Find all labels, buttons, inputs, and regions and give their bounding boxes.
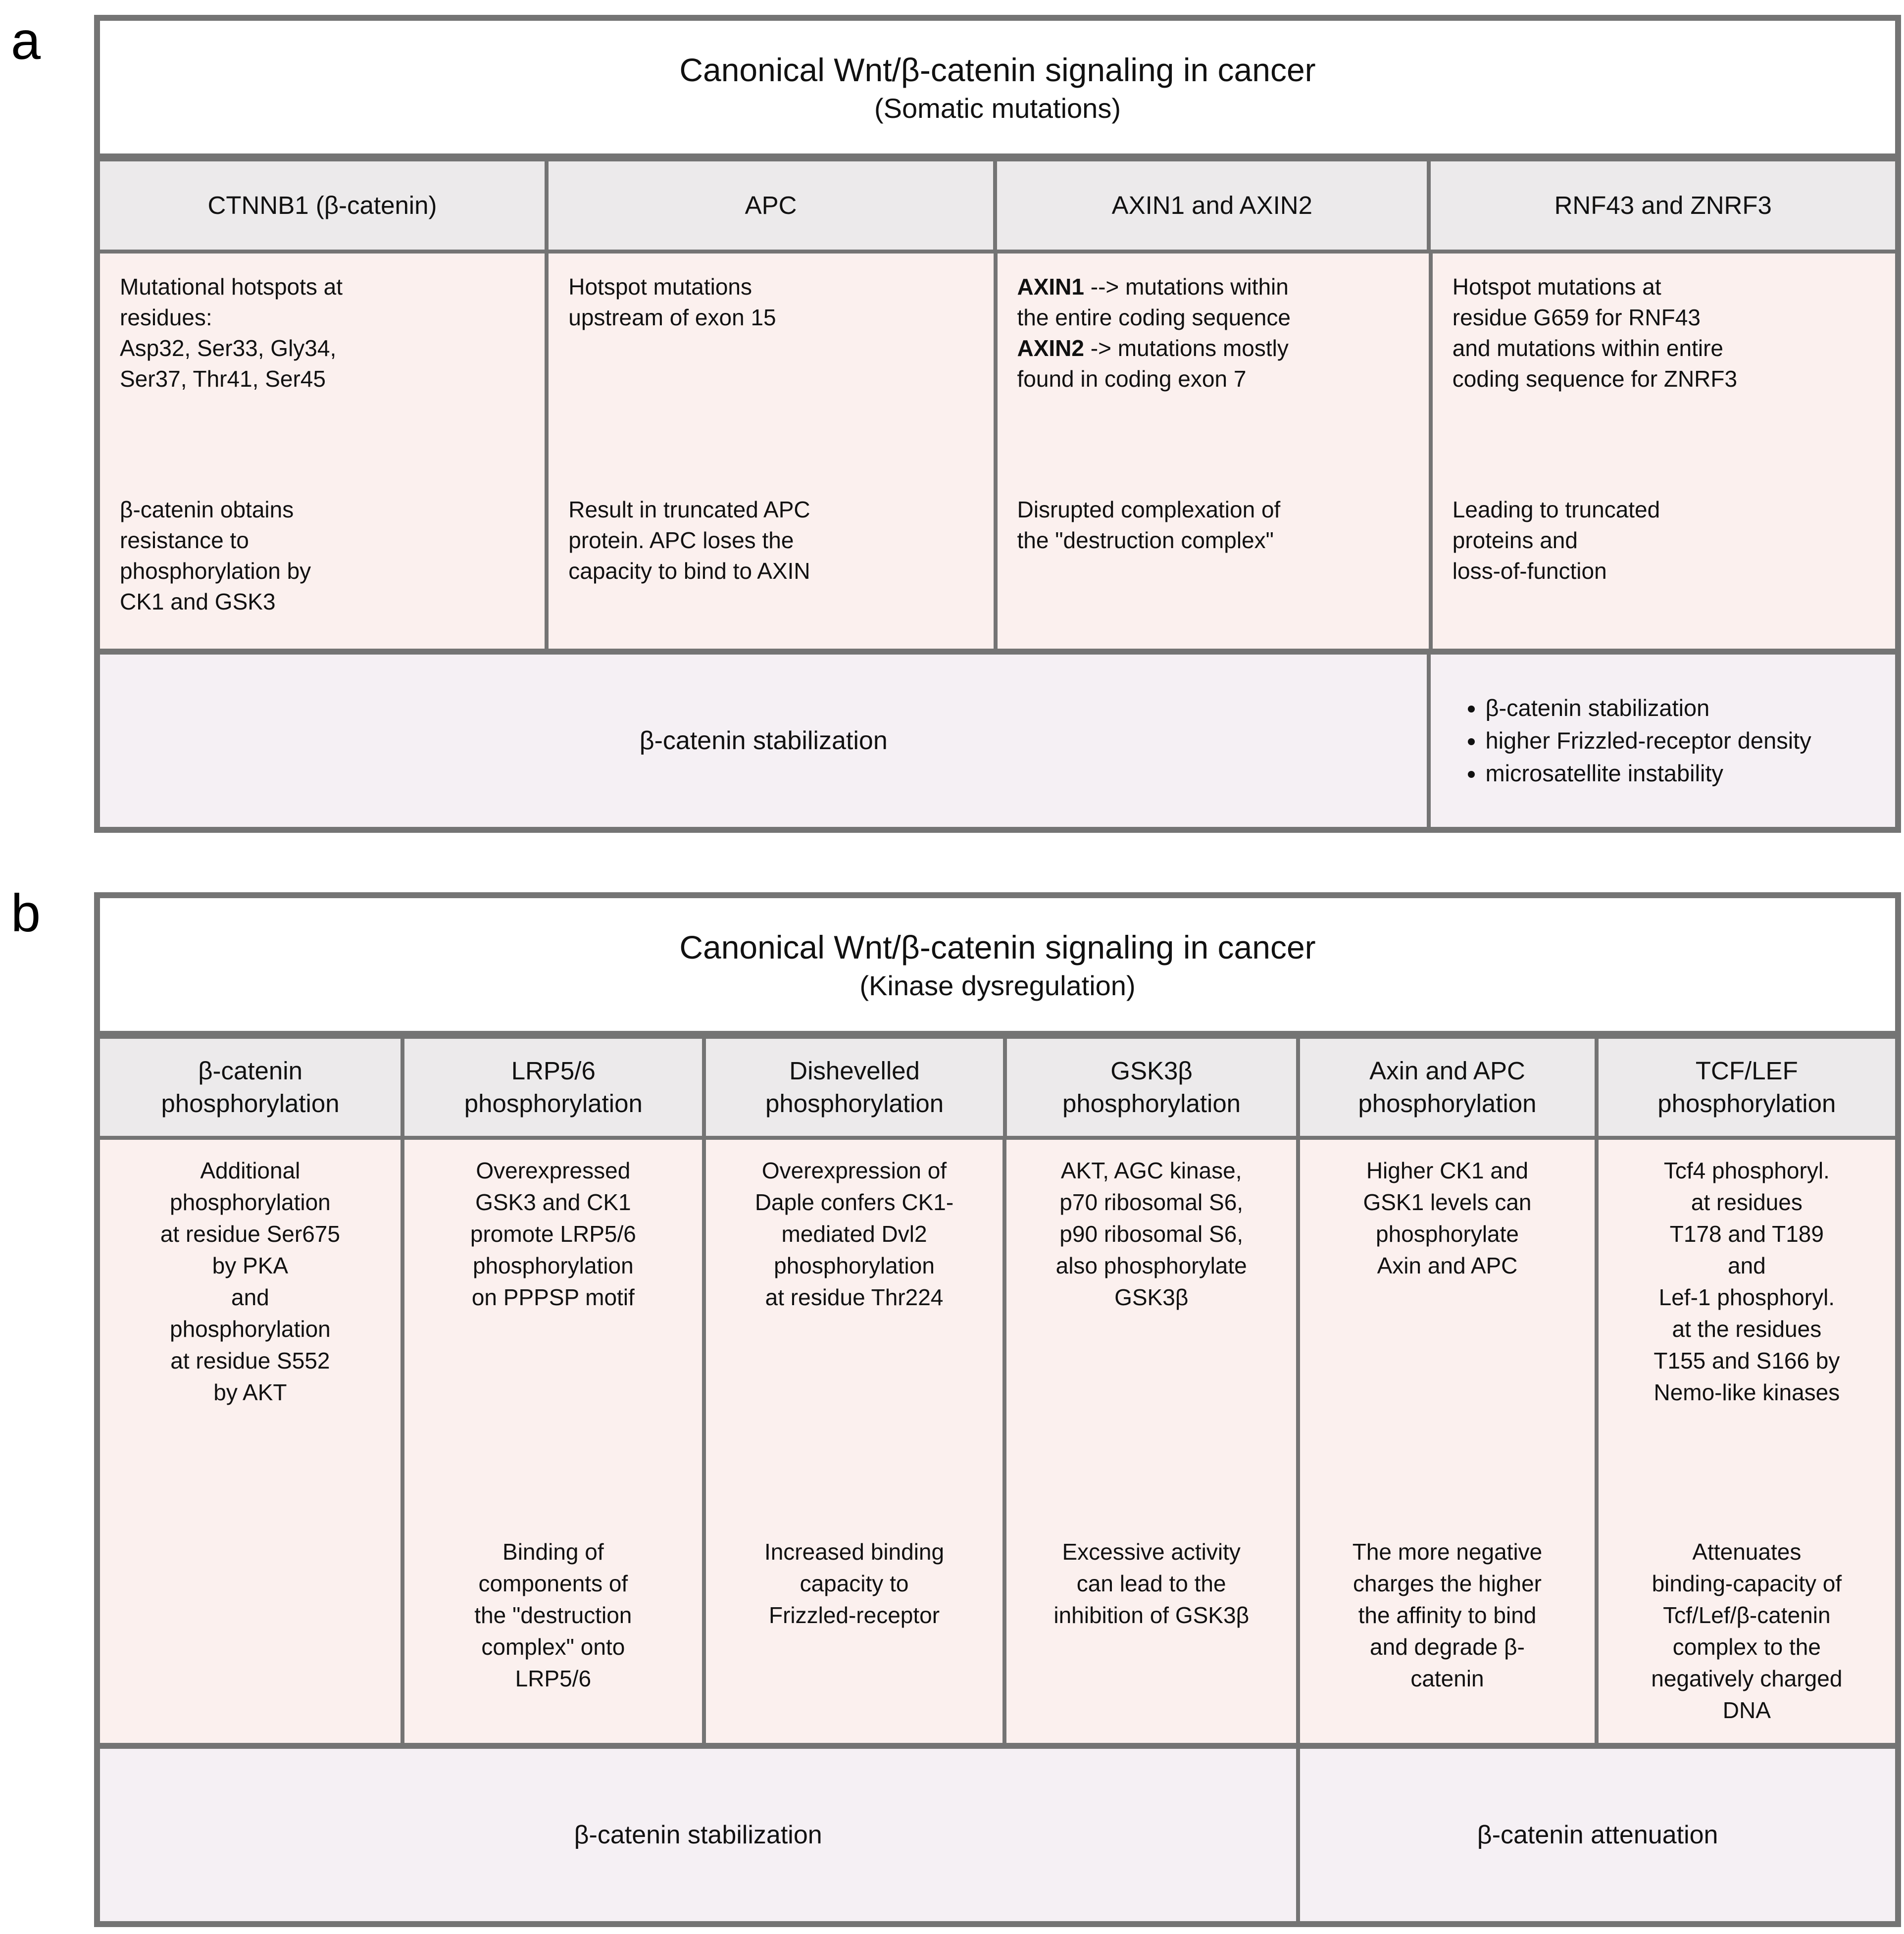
rnf43-outcome-list: β-catenin stabilization higher Frizzled-… — [1431, 690, 1826, 791]
header-cell-ctnnb1: CTNNB1 (β-catenin) — [100, 161, 545, 250]
body-cell-dishevelled-phos: Overexpression of Daple confers CK1- med… — [705, 1140, 1003, 1743]
table-b-body-row: Additional phosphorylation at residue Se… — [100, 1140, 1895, 1743]
body-cell-gsk3b-phos: AKT, AGC kinase, p70 ribosomal S6, p90 r… — [1006, 1140, 1297, 1743]
list-item: β-catenin stabilization — [1485, 693, 1811, 723]
table-b-footer-row: β-catenin stabilization β-catenin attenu… — [100, 1749, 1895, 1921]
table-a-footer-row: β-catenin stabilization β-catenin stabil… — [100, 655, 1895, 827]
lrp56-phos-effect-text: Binding of components of the "destructio… — [474, 1539, 632, 1691]
panel-label-a: a — [11, 10, 41, 70]
apc-hotspots-text: Hotspot mutations upstream of exon 15 — [568, 274, 776, 330]
table-a-title: Canonical Wnt/β-catenin signaling in can… — [679, 51, 1316, 88]
header-cell-bcatenin-phos: β-catenin phosphorylation — [100, 1039, 401, 1136]
table-a-header-row: CTNNB1 (β-catenin) APC AXIN1 and AXIN2 R… — [100, 161, 1895, 250]
axin1-mutation-text: --> mutations within the entire coding s… — [1017, 274, 1291, 330]
axin1-gene-label: AXIN1 — [1017, 274, 1084, 300]
gsk3b-phos-effect-text: Excessive activity can lead to the inhib… — [1053, 1539, 1250, 1628]
panel-label-b: b — [11, 883, 41, 943]
rnf43-effect-text: Leading to truncated proteins and loss-o… — [1452, 497, 1660, 584]
list-item: higher Frizzled-receptor density — [1485, 726, 1811, 756]
body-cell-lrp56-phos: Overexpressed GSK3 and CK1 promote LRP5/… — [404, 1140, 702, 1743]
axin-apc-phos-effect-text: The more negative charges the higher the… — [1352, 1539, 1543, 1691]
body-cell-ctnnb1: Mutational hotspots at residues: Asp32, … — [100, 254, 545, 649]
axin-mutations-text: AXIN1 --> mutations within the entire co… — [1017, 271, 1409, 494]
axin2-gene-label: AXIN2 — [1017, 335, 1084, 361]
lrp56-phos-text: Overexpressed GSK3 and CK1 promote LRP5/… — [470, 1158, 636, 1310]
header-cell-rnf43: RNF43 and ZNRF3 — [1431, 161, 1895, 250]
gsk3b-phos-text: AKT, AGC kinase, p70 ribosomal S6, p90 r… — [1055, 1158, 1247, 1310]
kinase-dysregulation-table: Canonical Wnt/β-catenin signaling in can… — [94, 892, 1901, 1927]
rnf43-hotspots-text: Hotspot mutations at residue G659 for RN… — [1452, 274, 1738, 392]
header-cell-lrp56-phos: LRP5/6 phosphorylation — [404, 1039, 702, 1136]
header-cell-axin: AXIN1 and AXIN2 — [997, 161, 1427, 250]
body-cell-tcf-lef-phos: Tcf4 phosphoryl. at residues T178 and T1… — [1598, 1140, 1895, 1743]
somatic-mutations-table: Canonical Wnt/β-catenin signaling in can… — [94, 15, 1901, 833]
axin-apc-phos-text: Higher CK1 and GSK1 levels can phosphory… — [1363, 1158, 1532, 1278]
table-a-subtitle: (Somatic mutations) — [874, 93, 1121, 124]
body-cell-apc: Hotspot mutations upstream of exon 15 Re… — [549, 254, 994, 649]
dishevelled-phos-text: Overexpression of Daple confers CK1- med… — [754, 1158, 954, 1310]
body-cell-rnf43: Hotspot mutations at residue G659 for RN… — [1432, 254, 1895, 649]
body-cell-axin-apc-phos: Higher CK1 and GSK1 levels can phosphory… — [1300, 1140, 1595, 1743]
header-cell-gsk3b-phos: GSK3β phosphorylation — [1006, 1039, 1297, 1136]
tcf-lef-phos-text: Tcf4 phosphoryl. at residues T178 and T1… — [1653, 1158, 1840, 1405]
body-cell-axin: AXIN1 --> mutations within the entire co… — [997, 254, 1429, 649]
bcatenin-phos-text: Additional phosphorylation at residue Se… — [160, 1158, 340, 1405]
header-cell-apc: APC — [549, 161, 994, 250]
table-b-footer-stabilization: β-catenin stabilization — [100, 1749, 1297, 1921]
axin-effect-text: Disrupted complexation of the "destructi… — [1017, 497, 1281, 553]
table-a-body-row: Mutational hotspots at residues: Asp32, … — [100, 254, 1895, 649]
header-cell-tcf-lef-phos: TCF/LEF phosphorylation — [1598, 1039, 1895, 1136]
table-b-title-row: Canonical Wnt/β-catenin signaling in can… — [100, 898, 1895, 1031]
table-b-title: Canonical Wnt/β-catenin signaling in can… — [679, 929, 1316, 966]
list-item: microsatellite instability — [1485, 759, 1811, 788]
table-b-subtitle: (Kinase dysregulation) — [859, 970, 1136, 1001]
tcf-lef-phos-effect-text: Attenuates binding-capacity of Tcf/Lef/β… — [1651, 1539, 1843, 1723]
table-b-footer-attenuation: β-catenin attenuation — [1300, 1749, 1895, 1921]
body-cell-bcatenin-phos: Additional phosphorylation at residue Se… — [100, 1140, 401, 1743]
apc-effect-text: Result in truncated APC protein. APC los… — [568, 497, 810, 584]
header-cell-dishevelled-phos: Dishevelled phosphorylation — [706, 1039, 1003, 1136]
ctnnb1-hotspots-text: Mutational hotspots at residues: Asp32, … — [120, 274, 343, 392]
table-a-footer-bullets: β-catenin stabilization higher Frizzled-… — [1431, 655, 1895, 827]
table-b-header-row: β-catenin phosphorylation LRP5/6 phospho… — [100, 1039, 1895, 1136]
dishevelled-phos-effect-text: Increased binding capacity to Frizzled-r… — [764, 1539, 945, 1628]
table-a-footer-span: β-catenin stabilization — [100, 655, 1427, 827]
axin2-mutation-text: -> mutations mostly found in coding exon… — [1017, 335, 1289, 392]
header-cell-axin-apc-phos: Axin and APC phosphorylation — [1300, 1039, 1595, 1136]
ctnnb1-effect-text: β-catenin obtains resistance to phosphor… — [120, 497, 311, 614]
table-a-title-row: Canonical Wnt/β-catenin signaling in can… — [100, 21, 1895, 153]
